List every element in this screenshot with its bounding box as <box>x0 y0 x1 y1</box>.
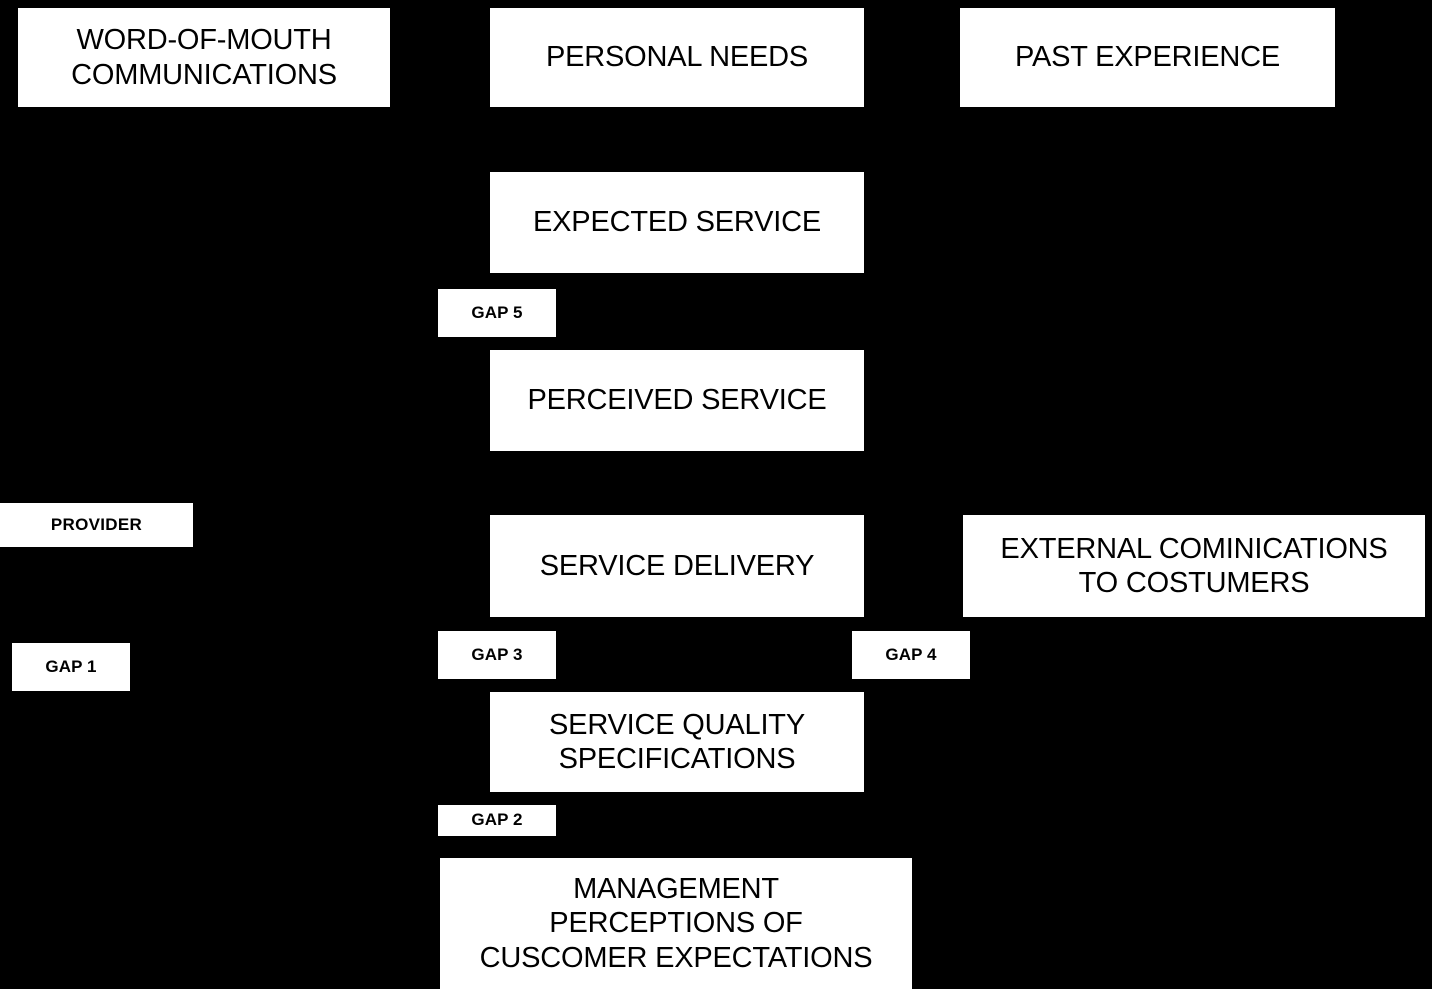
node-provider: PROVIDER <box>0 503 193 547</box>
node-management-perceptions: MANAGEMENT PERCEPTIONS OF CUSCOMER EXPEC… <box>440 858 912 989</box>
node-expected-service: EXPECTED SERVICE <box>490 172 864 273</box>
node-word-of-mouth: WORD-OF-MOUTH COMMUNICATIONS <box>18 8 390 107</box>
node-past-experience: PAST EXPERIENCE <box>960 8 1335 107</box>
node-personal-needs: PERSONAL NEEDS <box>490 8 864 107</box>
node-gap-3: GAP 3 <box>438 631 556 679</box>
node-perceived-service: PERCEIVED SERVICE <box>490 350 864 451</box>
node-gap-1: GAP 1 <box>12 643 130 691</box>
node-gap-4: GAP 4 <box>852 631 970 679</box>
node-service-delivery: SERVICE DELIVERY <box>490 515 864 617</box>
node-gap-2: GAP 2 <box>438 805 556 836</box>
node-gap-5: GAP 5 <box>438 289 556 337</box>
node-external-comms: EXTERNAL COMINICATIONS TO COSTUMERS <box>963 515 1425 617</box>
node-service-quality-spec: SERVICE QUALITY SPECIFICATIONS <box>490 692 864 792</box>
